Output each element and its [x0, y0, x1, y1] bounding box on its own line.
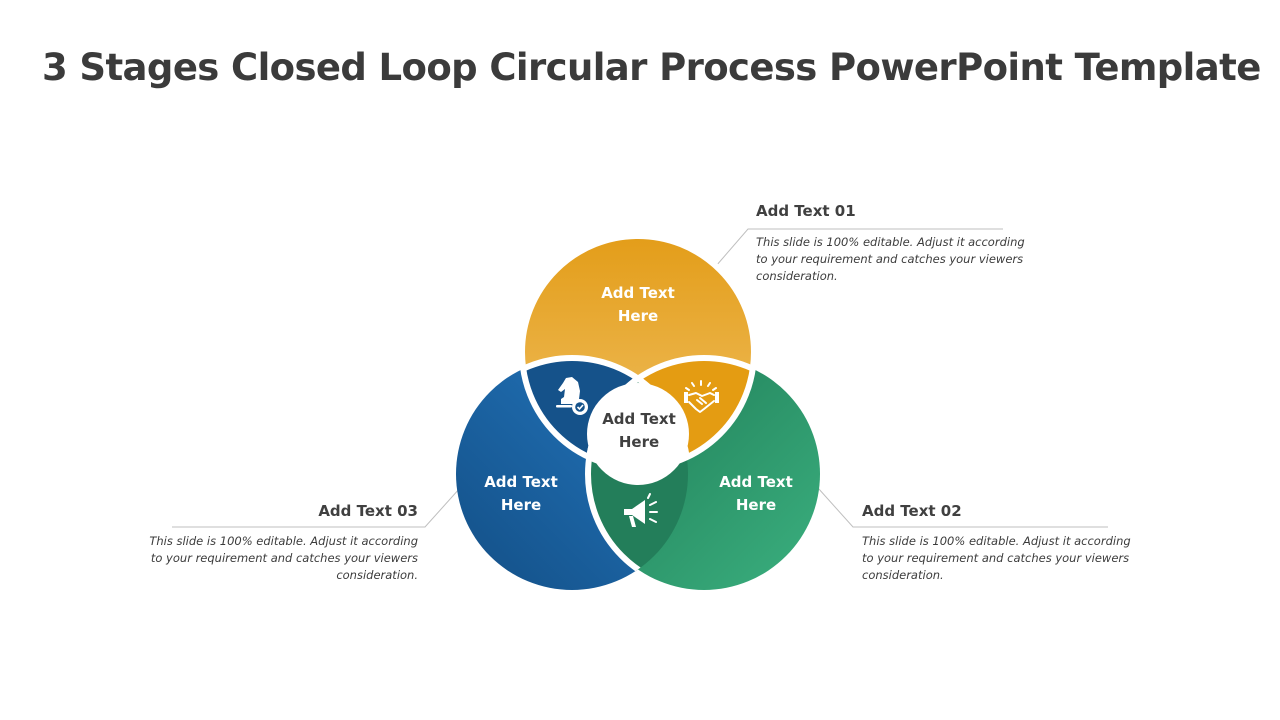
- center-line1: Add Text: [602, 410, 676, 428]
- stage-top-line2: Here: [618, 307, 658, 325]
- center-line2: Here: [619, 433, 659, 451]
- label-02-heading: Add Text 02: [862, 502, 962, 520]
- label-02-body: This slide is 100% editable. Adjust it a…: [862, 534, 1131, 582]
- stage-left-line2: Here: [501, 496, 541, 514]
- chess-knight-gear-icon: [556, 377, 588, 415]
- label-03-heading: Add Text 03: [318, 502, 418, 520]
- handshake-icon: [684, 380, 719, 413]
- slide-title: 3 Stages Closed Loop Circular Process Po…: [42, 46, 1261, 89]
- label-01-body: This slide is 100% editable. Adjust it a…: [756, 235, 1025, 283]
- ring-right-in-top: [585, 355, 754, 468]
- leader-line-03: [172, 487, 461, 528]
- stage-left-line1: Add Text: [484, 473, 558, 491]
- ring-left-in-top: [522, 355, 691, 468]
- stage-top-line1: Add Text: [601, 284, 675, 302]
- center-disk: [587, 383, 689, 485]
- leader-line-02: [817, 487, 1108, 528]
- label-03-body: This slide is 100% editable. Adjust it a…: [149, 534, 418, 582]
- label-01-heading: Add Text 01: [756, 202, 856, 220]
- stage-right-line1: Add Text: [719, 473, 793, 491]
- leader-line-01: [715, 228, 1003, 267]
- megaphone-icon: [624, 493, 658, 527]
- stage-right-line2: Here: [736, 496, 776, 514]
- ring-right-in-left: [585, 358, 688, 590]
